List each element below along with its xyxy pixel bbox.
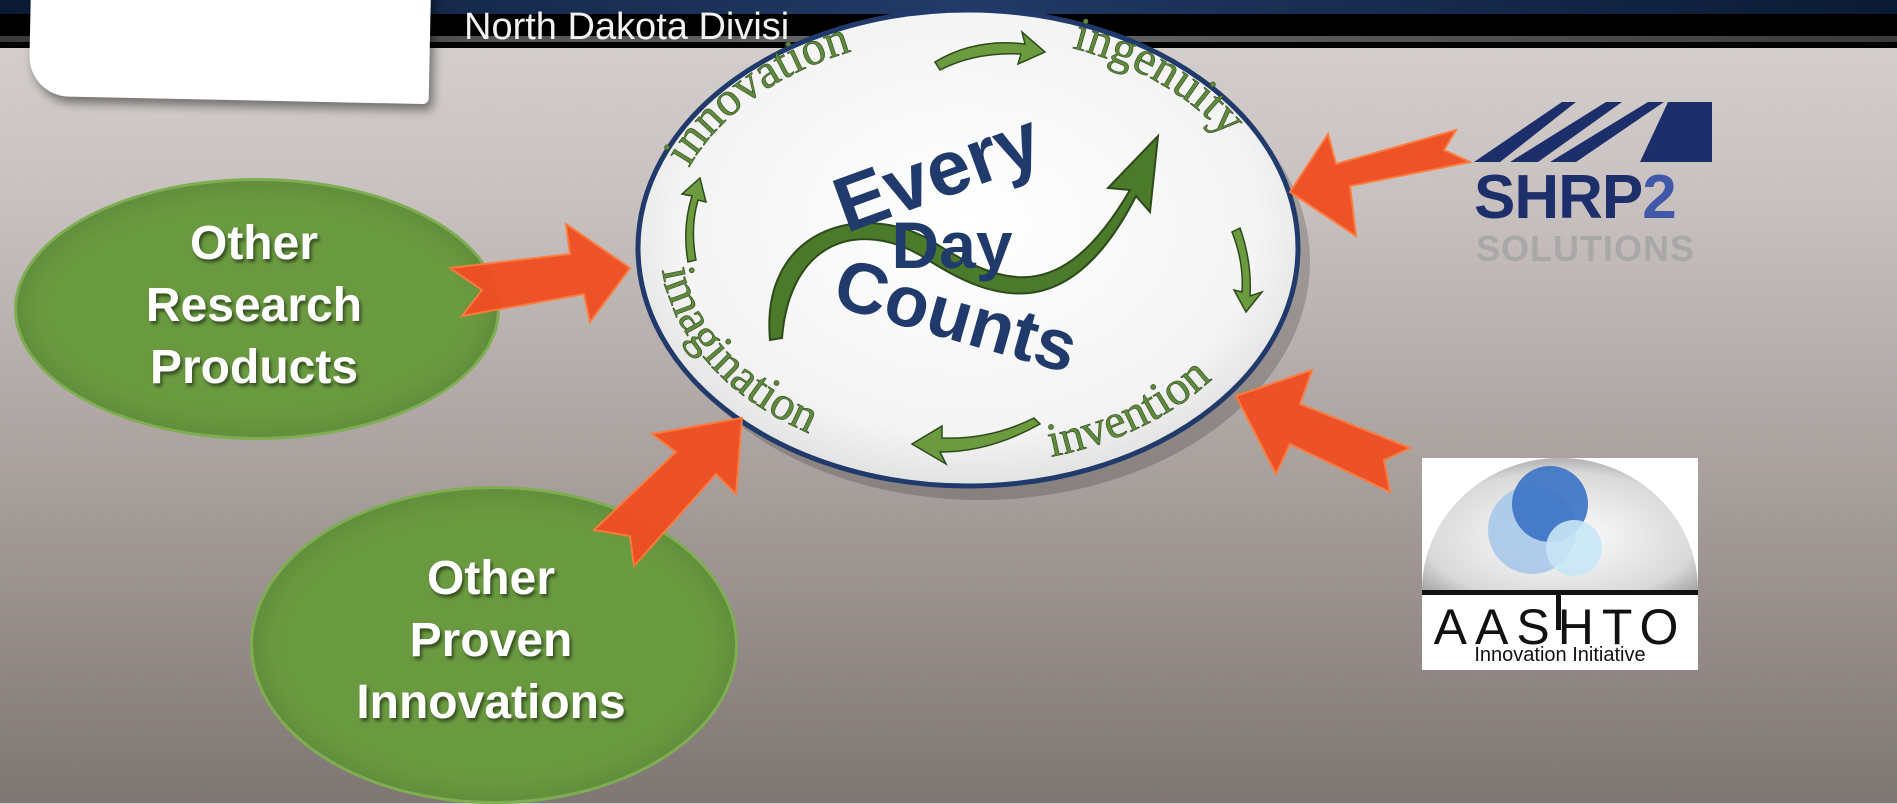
shrp2-stripes-icon [1474,102,1712,162]
ring-arrow-right-icon [1231,226,1265,314]
oval-line: Proven [409,614,573,667]
arrow-proven-icon [591,416,744,569]
shrp2-logo-name: SHRP2 [1474,162,1677,233]
aashto-dome-icon [1422,458,1698,630]
swoosh-icon [768,133,1160,342]
aashto-logo-subtitle: Innovation Initiative [1474,644,1646,666]
arrow-shrp2-icon [1288,128,1474,239]
oval-research-products [14,178,500,440]
oval-line: Products [149,341,359,394]
oval-line: Other [426,552,555,605]
arrow-aashto-icon [1234,368,1413,494]
arrow-from-aashto [1234,368,1413,494]
header-top-stripe [0,0,1897,14]
arrow-from-shrp2 [1288,128,1474,239]
shrp2-logo-number: 2 [1642,163,1676,232]
ring-arrow-top-icon [933,29,1047,71]
ring-arrow-left-icon [680,176,708,263]
shrp2-logo-subtitle: SOLUTIONS [1476,228,1696,269]
hub-circle [635,7,1301,489]
oval-line: Innovations [356,676,626,729]
aashto-logo: AASHTO Innovation Initiative [1422,458,1698,670]
oval-proven-innovations-label: Other Proven Innovations [331,548,651,734]
ring-arrow-bottom-icon [910,417,1042,466]
oval-line: Other [189,217,318,270]
arrow-from-research [447,221,632,325]
hub-word-day: Day [891,208,1012,282]
aashto-logo-name: AASHTO [1433,599,1687,655]
oval-research-products-label: Other Research Products [94,213,414,399]
arrow-research-icon [447,221,632,325]
oval-line: Research [145,279,363,332]
header-title: North Dakota Divisi [464,6,790,48]
shrp2-logo-word: SHRP [1474,163,1643,232]
arrow-from-proven [591,416,744,569]
